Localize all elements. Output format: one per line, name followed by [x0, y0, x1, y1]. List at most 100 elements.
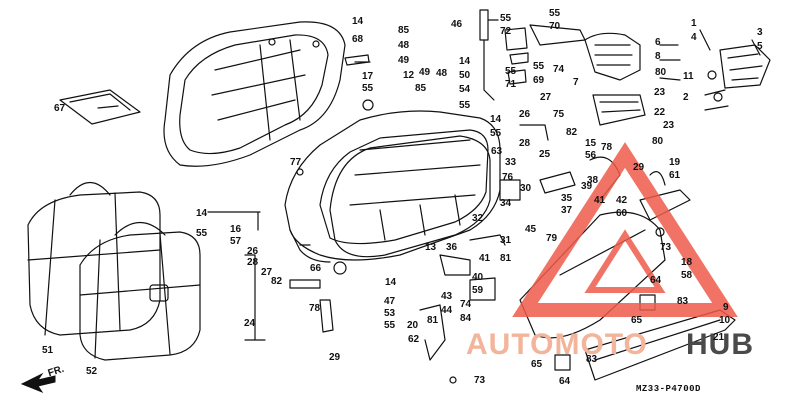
callout: 49	[398, 55, 410, 66]
callout: 81	[427, 315, 439, 326]
callout: 55	[533, 61, 545, 72]
bracket-27	[289, 279, 321, 289]
callout: 26	[247, 246, 259, 257]
callout: 78	[601, 142, 613, 153]
callout: 12	[403, 70, 415, 81]
callout: 16	[230, 224, 242, 235]
ring-55	[362, 99, 374, 111]
diagram-code: MZ33-P4700D	[636, 384, 701, 394]
callout: 8	[655, 51, 661, 62]
callout: 37	[561, 205, 573, 216]
callout: 70	[549, 21, 561, 32]
part-39	[539, 171, 576, 194]
callout: 43	[441, 291, 453, 302]
trunk-lid	[163, 21, 346, 167]
tail-light-right	[719, 44, 771, 89]
watermark-triangle-inner	[584, 229, 666, 293]
callout: 76	[502, 172, 514, 183]
callout: 73	[660, 242, 672, 253]
callout: 47	[384, 296, 396, 307]
part-61	[649, 171, 666, 186]
callout: 42	[616, 195, 628, 206]
callout: 59	[472, 285, 484, 296]
callout: 51	[42, 345, 54, 356]
callout: 14	[459, 56, 471, 67]
callout: 6	[655, 37, 661, 48]
trunk-seal	[329, 135, 491, 258]
callout: 65	[531, 359, 543, 370]
callout: 49	[419, 67, 431, 78]
callout: 71	[505, 79, 517, 90]
callout: 55	[490, 128, 502, 139]
callout: 38	[587, 175, 599, 186]
callout: 39	[581, 181, 593, 192]
callout: 14	[385, 277, 397, 288]
callout: 58	[681, 270, 693, 281]
callout: 48	[398, 40, 410, 51]
callout: 27	[261, 267, 273, 278]
callout: 74	[553, 64, 565, 75]
callout: 64	[559, 376, 571, 387]
callout: 82	[271, 276, 283, 287]
callout: 48	[436, 68, 448, 79]
pouch	[59, 89, 141, 125]
part-71	[507, 69, 527, 85]
trunk-body	[284, 110, 501, 263]
callout: 68	[352, 34, 364, 45]
callout: 81	[500, 253, 512, 264]
callout: 1	[691, 18, 697, 29]
callout: 30	[520, 183, 532, 194]
callout: 78	[309, 303, 321, 314]
callout: 75	[553, 109, 565, 120]
bolt-77	[296, 168, 304, 176]
callout: 63	[491, 146, 503, 157]
inner-bag-52	[79, 221, 201, 361]
callout: 52	[86, 366, 98, 377]
callout: 72	[500, 26, 512, 37]
callout: 57	[230, 236, 242, 247]
tail-light-lower	[592, 94, 646, 126]
callout: 23	[663, 120, 675, 131]
part-30	[499, 179, 521, 201]
cable-62	[419, 304, 446, 361]
callout: 61	[669, 170, 681, 181]
callout: 45	[525, 224, 537, 235]
callout: 66	[310, 263, 322, 274]
callout: 28	[519, 138, 531, 149]
part-65	[554, 354, 571, 371]
callout: 36	[446, 242, 458, 253]
part-66	[333, 261, 347, 275]
latch-36	[439, 254, 471, 276]
callout: 18	[681, 257, 693, 268]
callout: 2	[683, 92, 689, 103]
callout: 50	[459, 70, 471, 81]
rod-31	[469, 234, 506, 246]
part-29	[319, 299, 334, 333]
callout: 80	[652, 136, 664, 147]
callout: 55	[500, 13, 512, 24]
callout: 85	[398, 25, 410, 36]
watermark-triangle	[512, 142, 738, 317]
callout: 26	[519, 109, 531, 120]
callout: 84	[460, 313, 472, 324]
callout: 53	[384, 308, 396, 319]
callout: 23	[654, 87, 666, 98]
callout: 19	[669, 157, 681, 168]
tail-light-upper	[584, 32, 641, 81]
callout: 82	[566, 127, 578, 138]
callout: 55	[196, 228, 208, 239]
wire-23	[704, 89, 729, 111]
callout: 55	[549, 8, 561, 19]
strut-46	[479, 9, 495, 101]
callout: 41	[594, 195, 606, 206]
bolt-73b	[449, 376, 457, 384]
bolt-73	[655, 227, 665, 237]
callout: 31	[500, 235, 512, 246]
callout: 17	[362, 71, 374, 82]
inner-bag-51	[27, 181, 161, 336]
callout: 35	[561, 193, 573, 204]
callout: 44	[441, 305, 453, 316]
hinge-72	[504, 27, 529, 65]
callout: 28	[247, 257, 259, 268]
